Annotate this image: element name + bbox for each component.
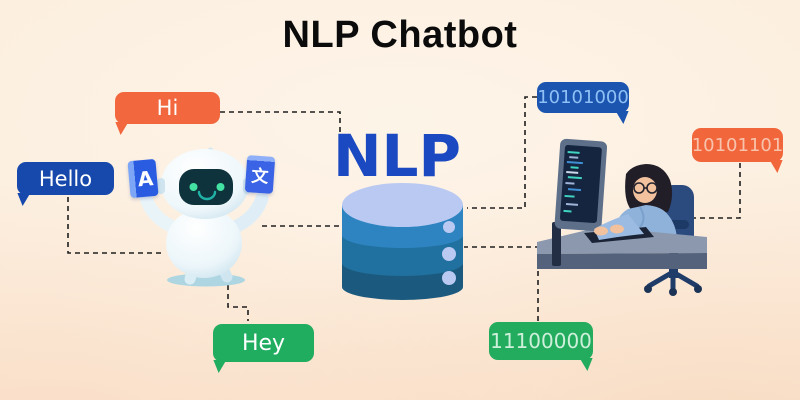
translation-book-a-icon: A	[127, 158, 159, 199]
database-dot	[442, 271, 456, 285]
binary-bubble-blue: 10101000	[537, 82, 629, 113]
binary-bubble-green: 11100000	[489, 322, 593, 360]
binary-bubble-green-text: 11100000	[490, 329, 592, 353]
connector-binary-orange-to-user	[692, 163, 741, 219]
binary-bubble-orange-text: 10101101	[691, 134, 784, 156]
chair-base	[646, 269, 700, 292]
robot-right-eye	[216, 183, 225, 191]
robot-body	[166, 208, 242, 278]
code-lines	[563, 151, 583, 213]
robot-face-screen	[179, 169, 233, 205]
chatbot-robot-illustration	[139, 147, 269, 287]
person-hand	[610, 224, 624, 234]
person-bangs	[630, 167, 669, 182]
connector-nlp-to-binary-green	[464, 246, 539, 321]
binary-bubble-blue-text: 10101000	[537, 87, 629, 108]
database-top-ellipse	[342, 183, 463, 227]
connector-nlp-to-binary-blue	[467, 96, 537, 209]
monitor	[554, 138, 608, 232]
desk-top	[537, 227, 707, 254]
speech-bubble-hey-text: Hey	[241, 330, 286, 356]
chair-wheel	[669, 288, 677, 296]
connector-hi-to-nlp	[220, 111, 341, 138]
speech-bubble-hi: Hi	[115, 92, 220, 124]
monitor-stand	[552, 222, 561, 266]
developer-at-computer-illustration	[537, 138, 707, 296]
person-hand	[594, 226, 608, 236]
speech-bubble-hey: Hey	[213, 324, 314, 362]
database-dot	[443, 221, 455, 233]
connector-robot-to-hey	[227, 285, 249, 321]
robot-smile	[197, 190, 217, 201]
desk-front	[537, 253, 707, 269]
book-zh-glyph: 文	[250, 166, 270, 188]
page-title: NLP Chatbot	[282, 14, 518, 56]
robot-left-ear	[157, 178, 165, 194]
speech-bubble-hi-text: Hi	[156, 96, 179, 120]
speech-bubble-hello: Hello	[17, 162, 114, 195]
chair-wheel	[644, 285, 652, 293]
chair-wheel	[694, 285, 702, 293]
connector-hello-to-robot	[67, 197, 163, 254]
nlp-database-illustration	[342, 183, 463, 300]
person-face	[633, 177, 657, 203]
robot-left-eye	[189, 183, 198, 191]
book-a-glyph: A	[136, 165, 155, 191]
translation-book-zh-icon: 文	[244, 155, 276, 194]
hoodie-seam	[639, 206, 645, 228]
nlp-label: NLP	[333, 122, 462, 190]
speech-bubble-hello-text: Hello	[38, 166, 93, 191]
binary-bubble-orange: 10101101	[692, 128, 783, 162]
database-dot	[442, 247, 456, 261]
